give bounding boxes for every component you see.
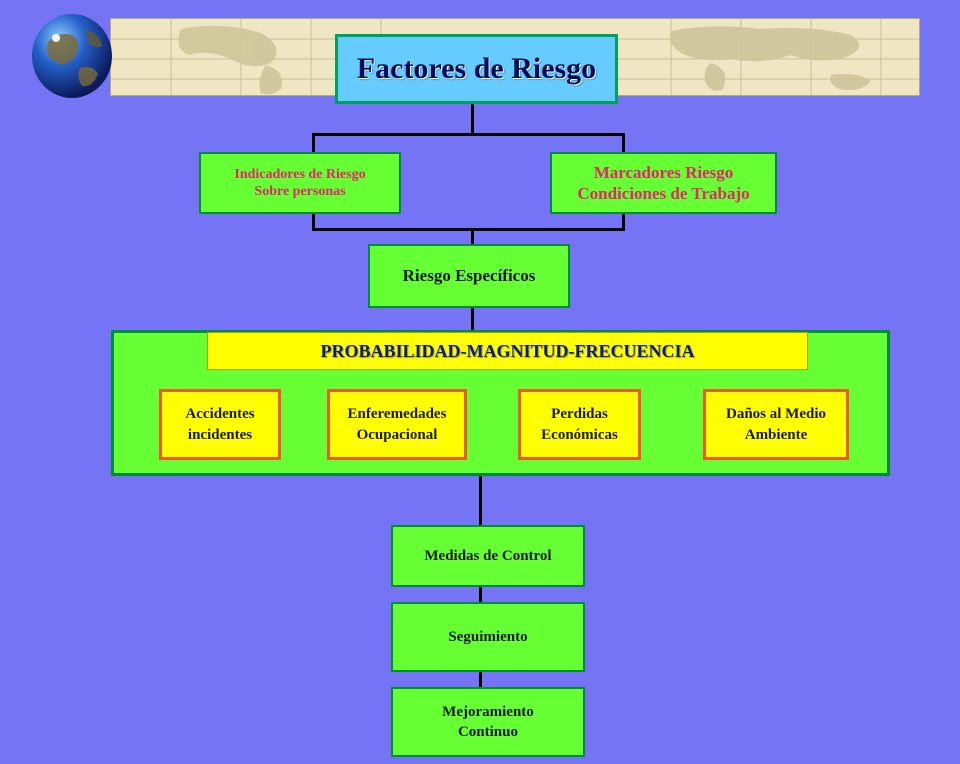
medidas-control-box: Medidas de Control [391,525,585,587]
globe-icon [30,12,114,100]
marcadores-line-2: Condiciones de Trabajo [577,184,750,203]
mejoramiento-line-2: Continuo [457,724,518,740]
mejoramiento-line-1: Mejoramiento [442,703,534,720]
accidentes-box: Accidentes incidentes [159,389,281,460]
accidentes-line-1: Accidentes [185,406,255,423]
marcadores-box: Marcadores Riesgo Condiciones de Trabajo [550,152,777,214]
perdidas-box: Perdidas Económicas [518,389,641,460]
connector-line [479,474,482,527]
connector-line [471,228,474,246]
marcadores-line-1: Marcadores Riesgo [593,162,734,182]
indicadores-line-2: Sobre personas [254,184,346,199]
connector-line [479,585,482,604]
accidentes-line-2: incidentes [187,426,253,443]
perdidas-line-2: Económicas [541,426,618,443]
connector-line [312,133,625,136]
danos-box: Daños al Medio Ambiente [703,389,849,460]
indicadores-line-1: Indicadores de Riesgo [234,166,366,182]
connector-line [479,670,482,689]
danos-line-2: Ambiente [744,426,808,443]
connector-line [622,133,625,154]
indicadores-box: Indicadores de Riesgo Sobre personas [199,152,401,214]
title-box: Factores de Riesgo [335,34,618,104]
connector-line [312,133,315,154]
enfermedades-box: Enferemedades Ocupacional [327,389,467,460]
connector-line [622,212,625,230]
probabilidad-header: PROBABILIDAD-MAGNITUD-FRECUENCIA [207,332,808,370]
danos-line-1: Daños al Medio [725,406,826,423]
connector-line [471,104,474,135]
connector-line [471,306,474,332]
seguimiento-box: Seguimiento [391,602,585,672]
enfermedades-line-2: Ocupacional [356,426,438,443]
mejoramiento-box: Mejoramiento Continuo [391,687,585,757]
perdidas-line-1: Perdidas [551,406,608,423]
enfermedades-line-1: Enferemedades [347,406,447,423]
riesgo-especificos-box: Riesgo Específicos [368,244,570,308]
connector-line [312,212,315,230]
connector-line [312,228,625,231]
